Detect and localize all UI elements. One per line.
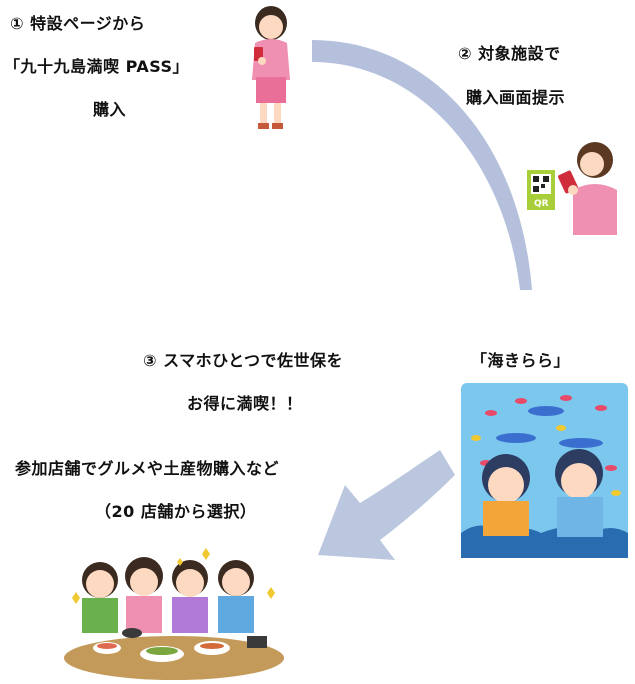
girl-phone-illustration xyxy=(252,6,290,129)
qr-label: QR xyxy=(534,199,549,209)
step1-line3: 購入 xyxy=(93,100,127,119)
shops-line2: （20 店舗から選択） xyxy=(95,502,257,521)
family-meal-illustration xyxy=(64,548,284,680)
shops-line1: 参加店舗でグルメや土産物購入など xyxy=(15,459,280,478)
step1-line1: ① 特設ページから xyxy=(10,14,146,33)
step3-line1: ③ スマホひとつで佐世保を xyxy=(143,351,344,370)
arc-arrow xyxy=(312,40,532,290)
qr-presentation-illustration: QR xyxy=(527,142,617,235)
step2-line1: ② 対象施設で xyxy=(458,44,561,63)
left-arrow xyxy=(318,450,455,560)
aquarium-illustration xyxy=(461,383,628,558)
step2-line2: 購入画面提示 xyxy=(466,88,566,107)
aquarium-label: 「海きらら」 xyxy=(471,351,571,370)
step3-line2: お得に満喫！！ xyxy=(187,394,303,413)
step1-line2: 「九十九島満喫 PASS」 xyxy=(4,57,190,76)
